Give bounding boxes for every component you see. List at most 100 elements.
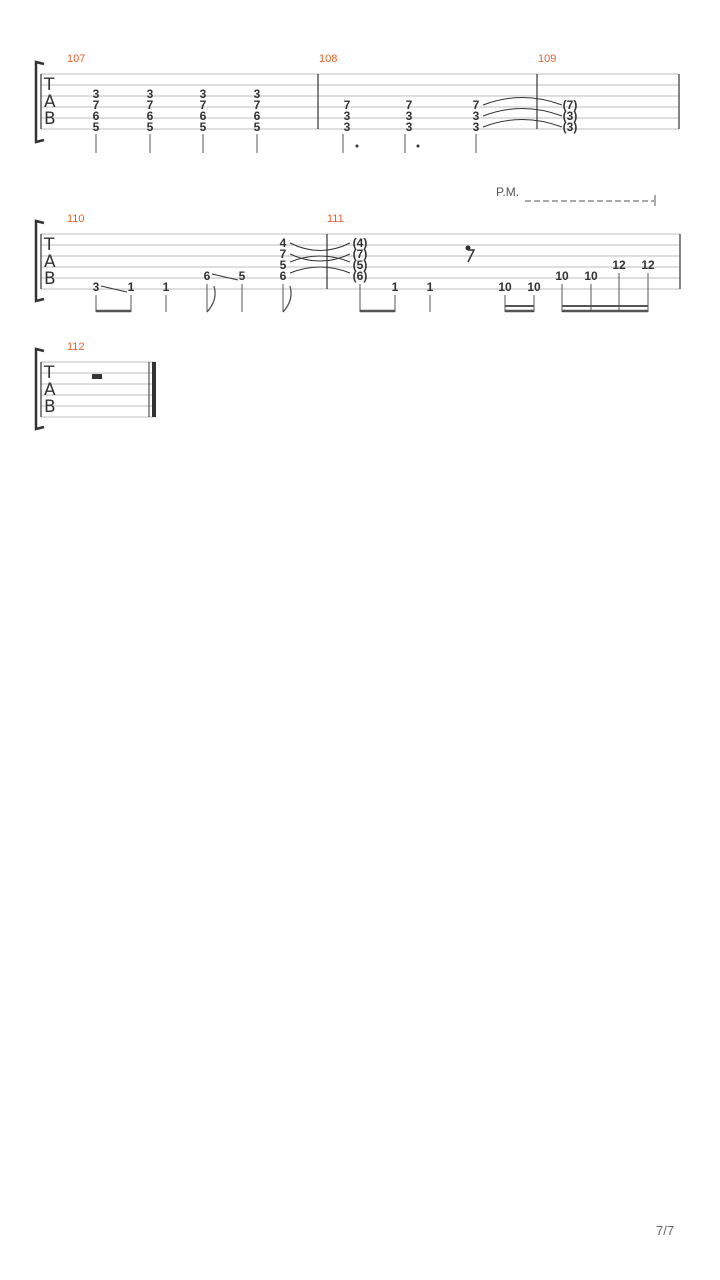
- eighth-flag: [206, 285, 216, 313]
- fret-number: 12: [612, 258, 626, 272]
- system-1-bracket: [34, 60, 45, 144]
- fret-number: 5: [200, 120, 207, 134]
- measure-number: 109: [538, 53, 556, 65]
- fret-number: 3: [406, 109, 413, 123]
- fret-number: 7: [254, 98, 261, 112]
- beat: 3 7 6 5: [93, 87, 100, 153]
- fret-number: 7: [473, 98, 480, 112]
- fret-number: 6: [254, 109, 261, 123]
- fret-number: 10: [555, 269, 569, 283]
- tab-letter-b: B: [44, 397, 56, 417]
- fret-number: 6: [93, 109, 100, 123]
- slide: [211, 273, 239, 281]
- fret-number: (6): [353, 269, 368, 283]
- fret-number: 3: [200, 87, 207, 101]
- tie: [289, 253, 351, 262]
- system-3-bracket: [34, 347, 45, 431]
- beat: 7 3 3: [473, 98, 480, 153]
- fret-number: 12: [641, 258, 655, 272]
- tie-group: [482, 97, 563, 128]
- palm-mute-label: P.M.: [496, 185, 519, 199]
- system-2-tab-clef: T A B: [43, 235, 56, 289]
- fret-number: 1: [392, 280, 399, 294]
- tab-letter-t: T: [43, 75, 55, 95]
- fret-number: 10: [498, 280, 512, 294]
- system-3: T A B 112: [34, 341, 156, 431]
- fret-number: (5): [353, 258, 368, 272]
- tab-letter-t: T: [43, 363, 55, 383]
- fret-number: 7: [200, 98, 207, 112]
- tie-group: [289, 242, 351, 274]
- measure-111: (4) (7) (5) (6) 1 1 10 10 10 10 12 12: [353, 236, 655, 313]
- tie: [289, 266, 351, 274]
- fret-number: 1: [163, 280, 170, 294]
- rhythm-dot: [355, 144, 359, 148]
- fret-number: 7: [93, 98, 100, 112]
- system-2-bracket: [34, 219, 45, 303]
- fret-number: 7: [344, 98, 351, 112]
- fret-number: 5: [254, 120, 261, 134]
- fret-number: 1: [128, 280, 135, 294]
- fret-number: 7: [147, 98, 154, 112]
- fret-number: 3: [344, 109, 351, 123]
- measure-109: (7) (3) (3): [563, 98, 578, 134]
- eighth-rest-stroke: [467, 249, 476, 263]
- fret-number: 7: [280, 247, 287, 261]
- fret-number: 3: [93, 280, 100, 294]
- fret-number: 6: [280, 269, 287, 283]
- fret-number: 3: [93, 87, 100, 101]
- tab-letter-t: T: [43, 235, 55, 255]
- eighth-flag: [282, 285, 292, 313]
- fret-number: 3: [344, 120, 351, 134]
- beat: 7 3 3: [342, 98, 359, 153]
- beat: 7 3 3: [404, 98, 420, 153]
- system-2-barlines: [40, 234, 681, 289]
- beat: 3 7 6 5: [254, 87, 261, 153]
- tie: [289, 255, 351, 263]
- fret-number: 7: [406, 98, 413, 112]
- fret-number: 6: [147, 109, 154, 123]
- system-1-barlines: [40, 74, 680, 129]
- fret-number: 5: [147, 120, 154, 134]
- fret-number: (7): [563, 98, 578, 112]
- fret-number: (7): [353, 247, 368, 261]
- beat: 3 7 6 5: [200, 87, 207, 153]
- fret-number: 4: [280, 236, 287, 250]
- fret-number: (3): [563, 120, 578, 134]
- whole-rest: [92, 374, 102, 379]
- system-1: T A B 107 108 109 3 7 6 5 3 7 6 5 3: [34, 53, 680, 153]
- measure-107: 3 7 6 5 3 7 6 5 3 7 6 5 3 7: [93, 87, 261, 153]
- measure-108: 7 3 3 7 3 3 7 3 3: [342, 97, 563, 153]
- measure-number: 112: [67, 341, 85, 353]
- tab-letter-a: A: [44, 252, 56, 272]
- tie: [482, 119, 563, 128]
- tab-letter-a: A: [44, 380, 56, 400]
- fret-number: 3: [254, 87, 261, 101]
- fret-number: 3: [147, 87, 154, 101]
- tab-letter-b: B: [44, 109, 56, 129]
- page-number: 7/7: [656, 1223, 674, 1238]
- final-barline-thick: [152, 362, 156, 417]
- system-3-staff-lines: [41, 361, 155, 418]
- measure-number: 107: [67, 53, 85, 65]
- measure-110: 3 1 1 6 5 4 7 5 6: [93, 236, 351, 313]
- fret-number: 3: [473, 109, 480, 123]
- beat: 3 7 6 5: [147, 87, 154, 153]
- tie: [482, 97, 563, 106]
- eighth-rest: [465, 245, 476, 263]
- fret-number: 5: [280, 258, 287, 272]
- measure-number: 110: [67, 213, 85, 225]
- fret-number: 5: [239, 269, 246, 283]
- fret-number: (4): [353, 236, 368, 250]
- system-3-tab-clef: T A B: [43, 363, 56, 417]
- fret-number: 5: [93, 120, 100, 134]
- fret-number: 1: [427, 280, 434, 294]
- fret-number: (3): [563, 109, 578, 123]
- rhythm-dot: [416, 144, 420, 148]
- fret-number: 6: [204, 269, 211, 283]
- system-1-tab-clef: T A B: [43, 75, 56, 129]
- slide: [100, 285, 128, 293]
- tab-letter-a: A: [44, 92, 56, 112]
- tie: [482, 108, 563, 117]
